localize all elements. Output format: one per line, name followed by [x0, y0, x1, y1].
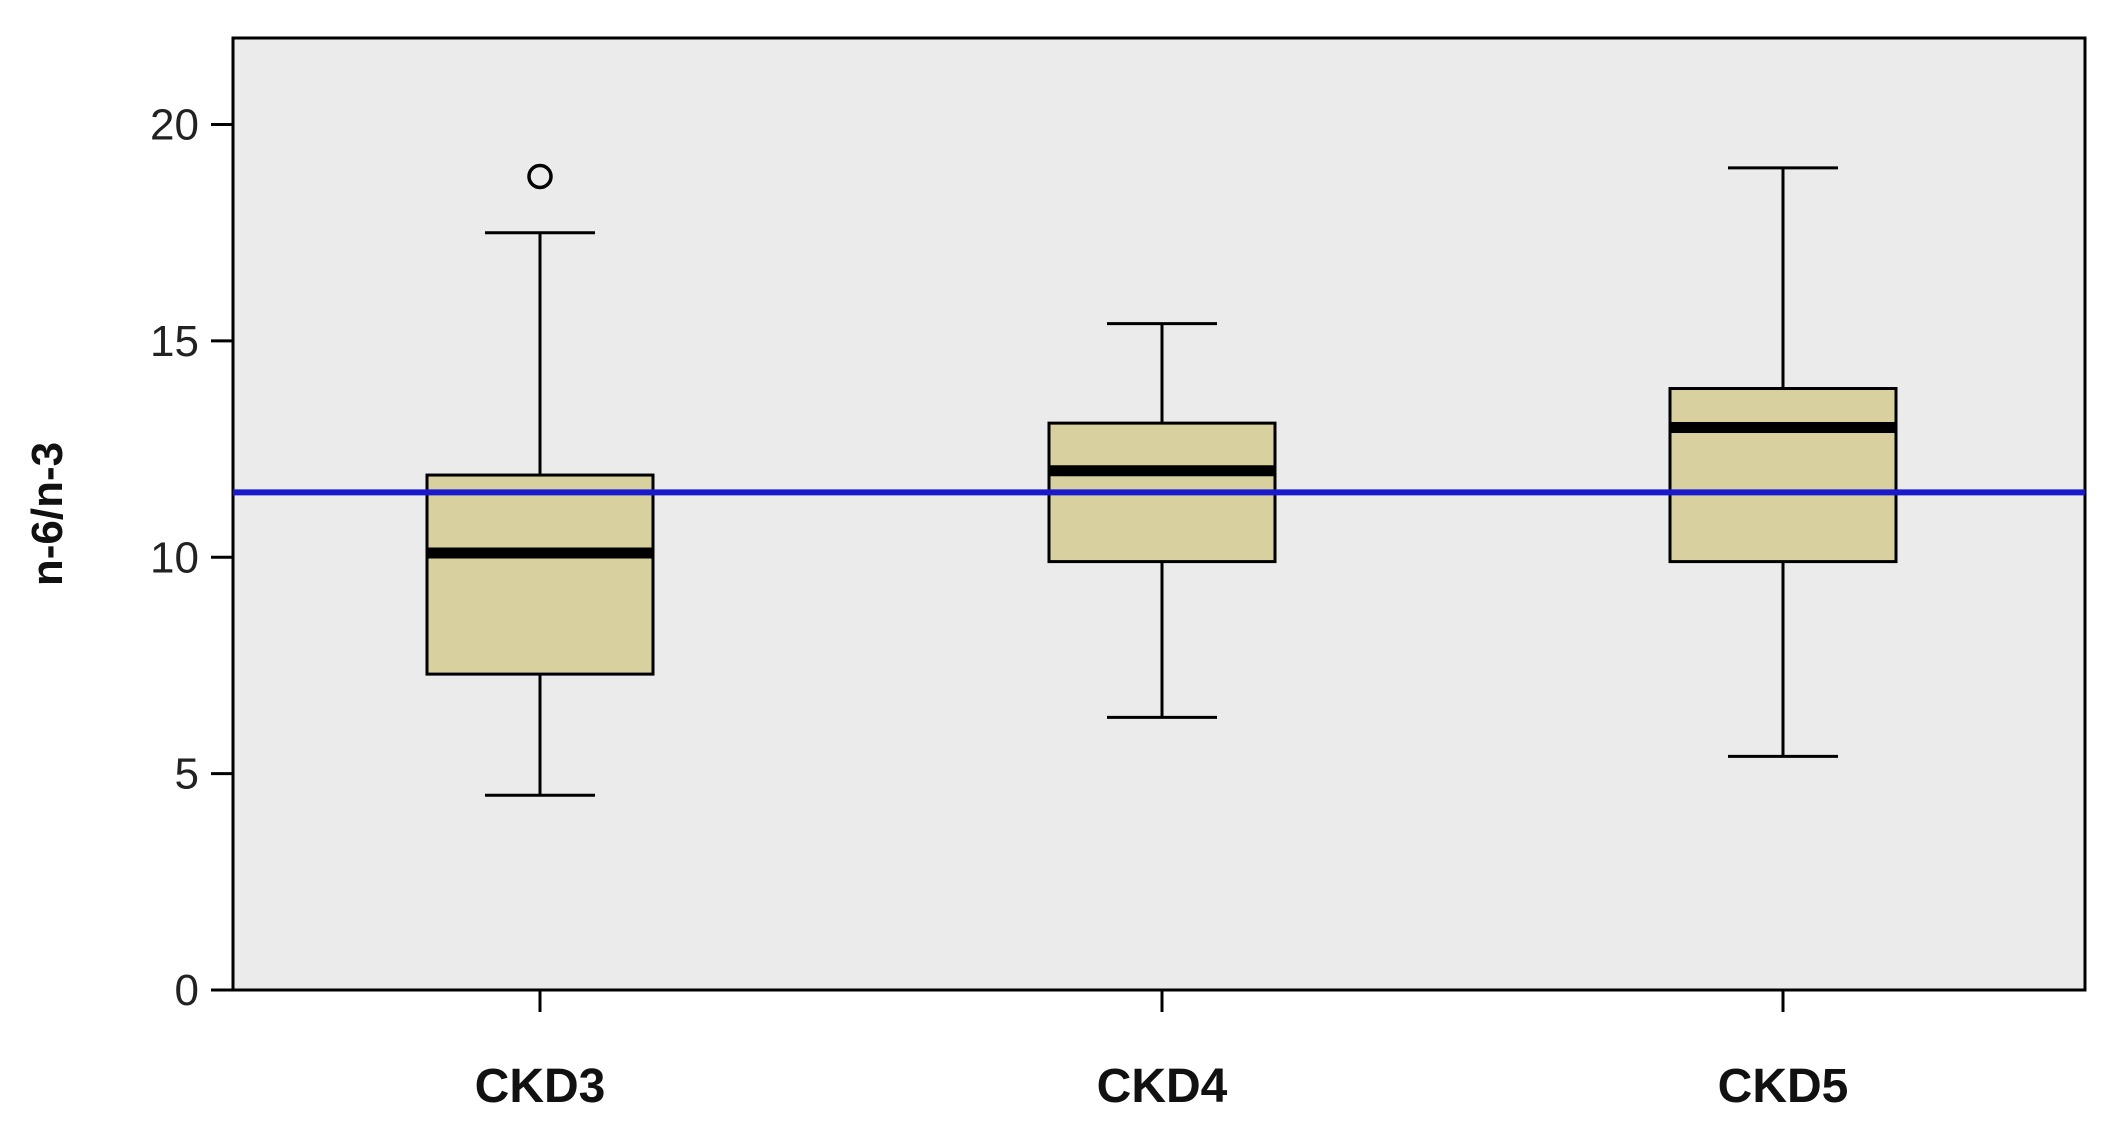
x-category-label: CKD4	[1097, 1060, 1228, 1113]
box-group	[425, 163, 655, 797]
boxes	[425, 163, 1898, 797]
x-axis: CKD3 CKD4 CKD5	[475, 990, 1849, 1113]
y-axis: 0 5 10 15 20	[150, 101, 233, 1015]
outlier-point	[527, 163, 553, 190]
x-category-label: CKD5	[1718, 1060, 1849, 1113]
iqr-box	[425, 473, 655, 676]
y-tick-label: 0	[175, 966, 199, 1015]
y-tick-label: 5	[175, 750, 199, 799]
iqr-box	[1668, 387, 1898, 564]
y-tick-label: 10	[150, 533, 199, 582]
y-tick-label: 15	[150, 317, 199, 366]
y-axis-title: n-6/n-3	[23, 442, 72, 586]
box-group	[1668, 166, 1898, 758]
y-tick-label: 20	[150, 101, 199, 150]
x-category-label: CKD3	[475, 1060, 606, 1113]
